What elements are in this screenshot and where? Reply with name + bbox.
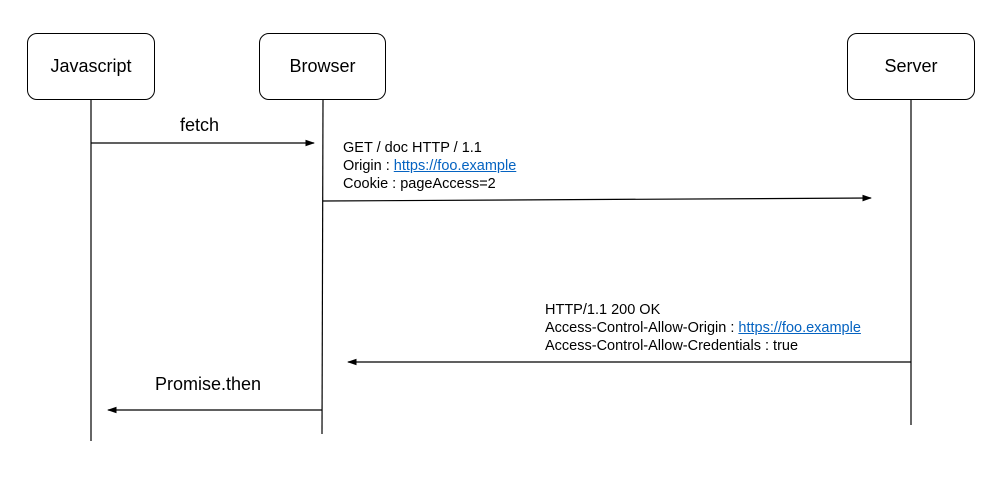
actor-javascript: Javascript [27,33,155,100]
arrow-request [322,194,872,202]
request-origin-link[interactable]: https://foo.example [393,158,517,174]
message-fetch-label: fetch [180,115,220,135]
response-acao-header: Access-Control-Allow-Origin : https://fo… [545,319,861,337]
response-acao-link[interactable]: https://foo.example [738,320,861,336]
lifeline-browser [321,99,324,435]
request-origin-label: Origin : [343,158,394,174]
actor-server-label: Server [884,56,938,76]
message-promise-label: Promise.then [155,374,262,394]
actor-server: Server [847,33,975,100]
actor-javascript-label: Javascript [50,56,132,76]
request-message-block: GET / doc HTTP / 1.1 Origin : https://fo… [343,139,516,193]
request-origin-header: Origin : https://foo.example [343,157,516,175]
response-acao-label: Access-Control-Allow-Origin : [545,320,739,336]
actor-browser: Browser [259,33,386,100]
request-cookie-header: Cookie : pageAccess=2 [343,176,496,192]
actor-browser-label: Browser [289,56,356,76]
response-status-line: HTTP/1.1 200 OK [545,302,661,318]
request-line: GET / doc HTTP / 1.1 [343,140,482,156]
response-message-block: HTTP/1.1 200 OK Access-Control-Allow-Ori… [545,301,861,355]
response-acac-header: Access-Control-Allow-Credentials : true [545,338,799,354]
